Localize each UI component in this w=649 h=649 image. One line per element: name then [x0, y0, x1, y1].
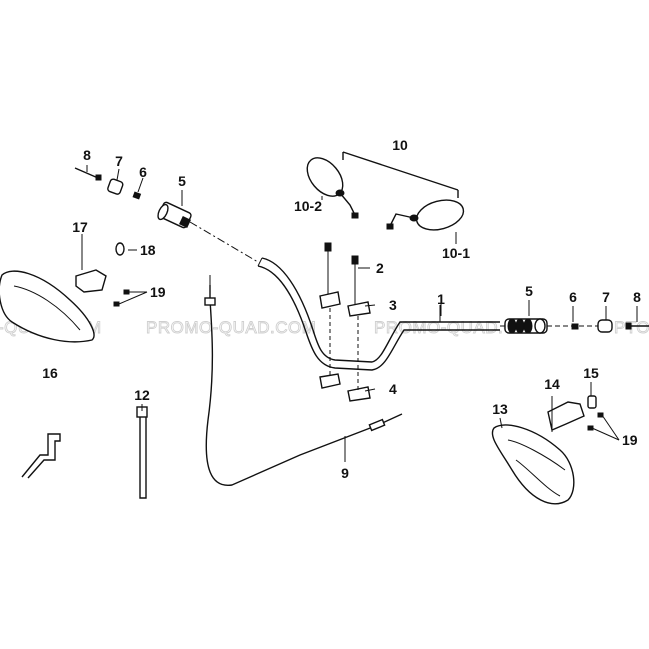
callout-19-left: 19	[150, 284, 166, 300]
handlebar-clamps	[319, 242, 371, 402]
right-grip-and-ends	[500, 318, 649, 334]
callout-8-right: 8	[633, 289, 641, 305]
callout-6-right: 6	[569, 289, 577, 305]
mirrors	[306, 151, 465, 231]
callout-9: 9	[341, 465, 349, 481]
throttle-cable	[204, 275, 403, 486]
watermark-center: PROMO-QUAD.COM	[146, 318, 316, 337]
callout-7-right: 7	[602, 289, 610, 305]
callout-10-2: 10-2	[294, 198, 322, 214]
callout-17: 17	[72, 219, 88, 235]
cable-tie	[136, 406, 148, 499]
left-bar-end-parts	[74, 167, 142, 200]
callout-1: 1	[437, 291, 445, 307]
callout-13: 13	[492, 401, 508, 417]
callout-3: 3	[389, 297, 397, 313]
callout-labels: 1 2 3 4 5 5 6 6 7 7 8 8 9 10 10-1 10-2 1…	[42, 137, 641, 481]
callout-5-right: 5	[525, 283, 533, 299]
right-guard-bracket	[547, 395, 604, 431]
callout-18: 18	[140, 242, 156, 258]
callout-2: 2	[376, 260, 384, 276]
left-grip	[157, 201, 259, 263]
handlebar	[257, 257, 500, 371]
callout-15: 15	[583, 365, 599, 381]
watermark: -QUAD.COM PROMO-QUAD.COM PROMO-QUAD.COM …	[0, 318, 649, 338]
right-handguard	[491, 424, 575, 505]
callout-5-left: 5	[178, 173, 186, 189]
callout-6-left: 6	[139, 164, 147, 180]
callout-7-left: 7	[115, 153, 123, 169]
callout-leaders	[81, 165, 638, 462]
callout-10: 10	[392, 137, 408, 153]
callout-16: 16	[42, 365, 58, 381]
callout-14: 14	[544, 376, 560, 392]
callout-19-right: 19	[622, 432, 638, 448]
front-direction-arrow-icon	[21, 433, 61, 479]
left-handguard	[0, 270, 95, 343]
callout-12: 12	[134, 387, 150, 403]
callout-10-1: 10-1	[442, 245, 470, 261]
callout-8-left: 8	[83, 147, 91, 163]
callout-4: 4	[389, 381, 397, 397]
left-guard-bracket	[75, 242, 130, 307]
